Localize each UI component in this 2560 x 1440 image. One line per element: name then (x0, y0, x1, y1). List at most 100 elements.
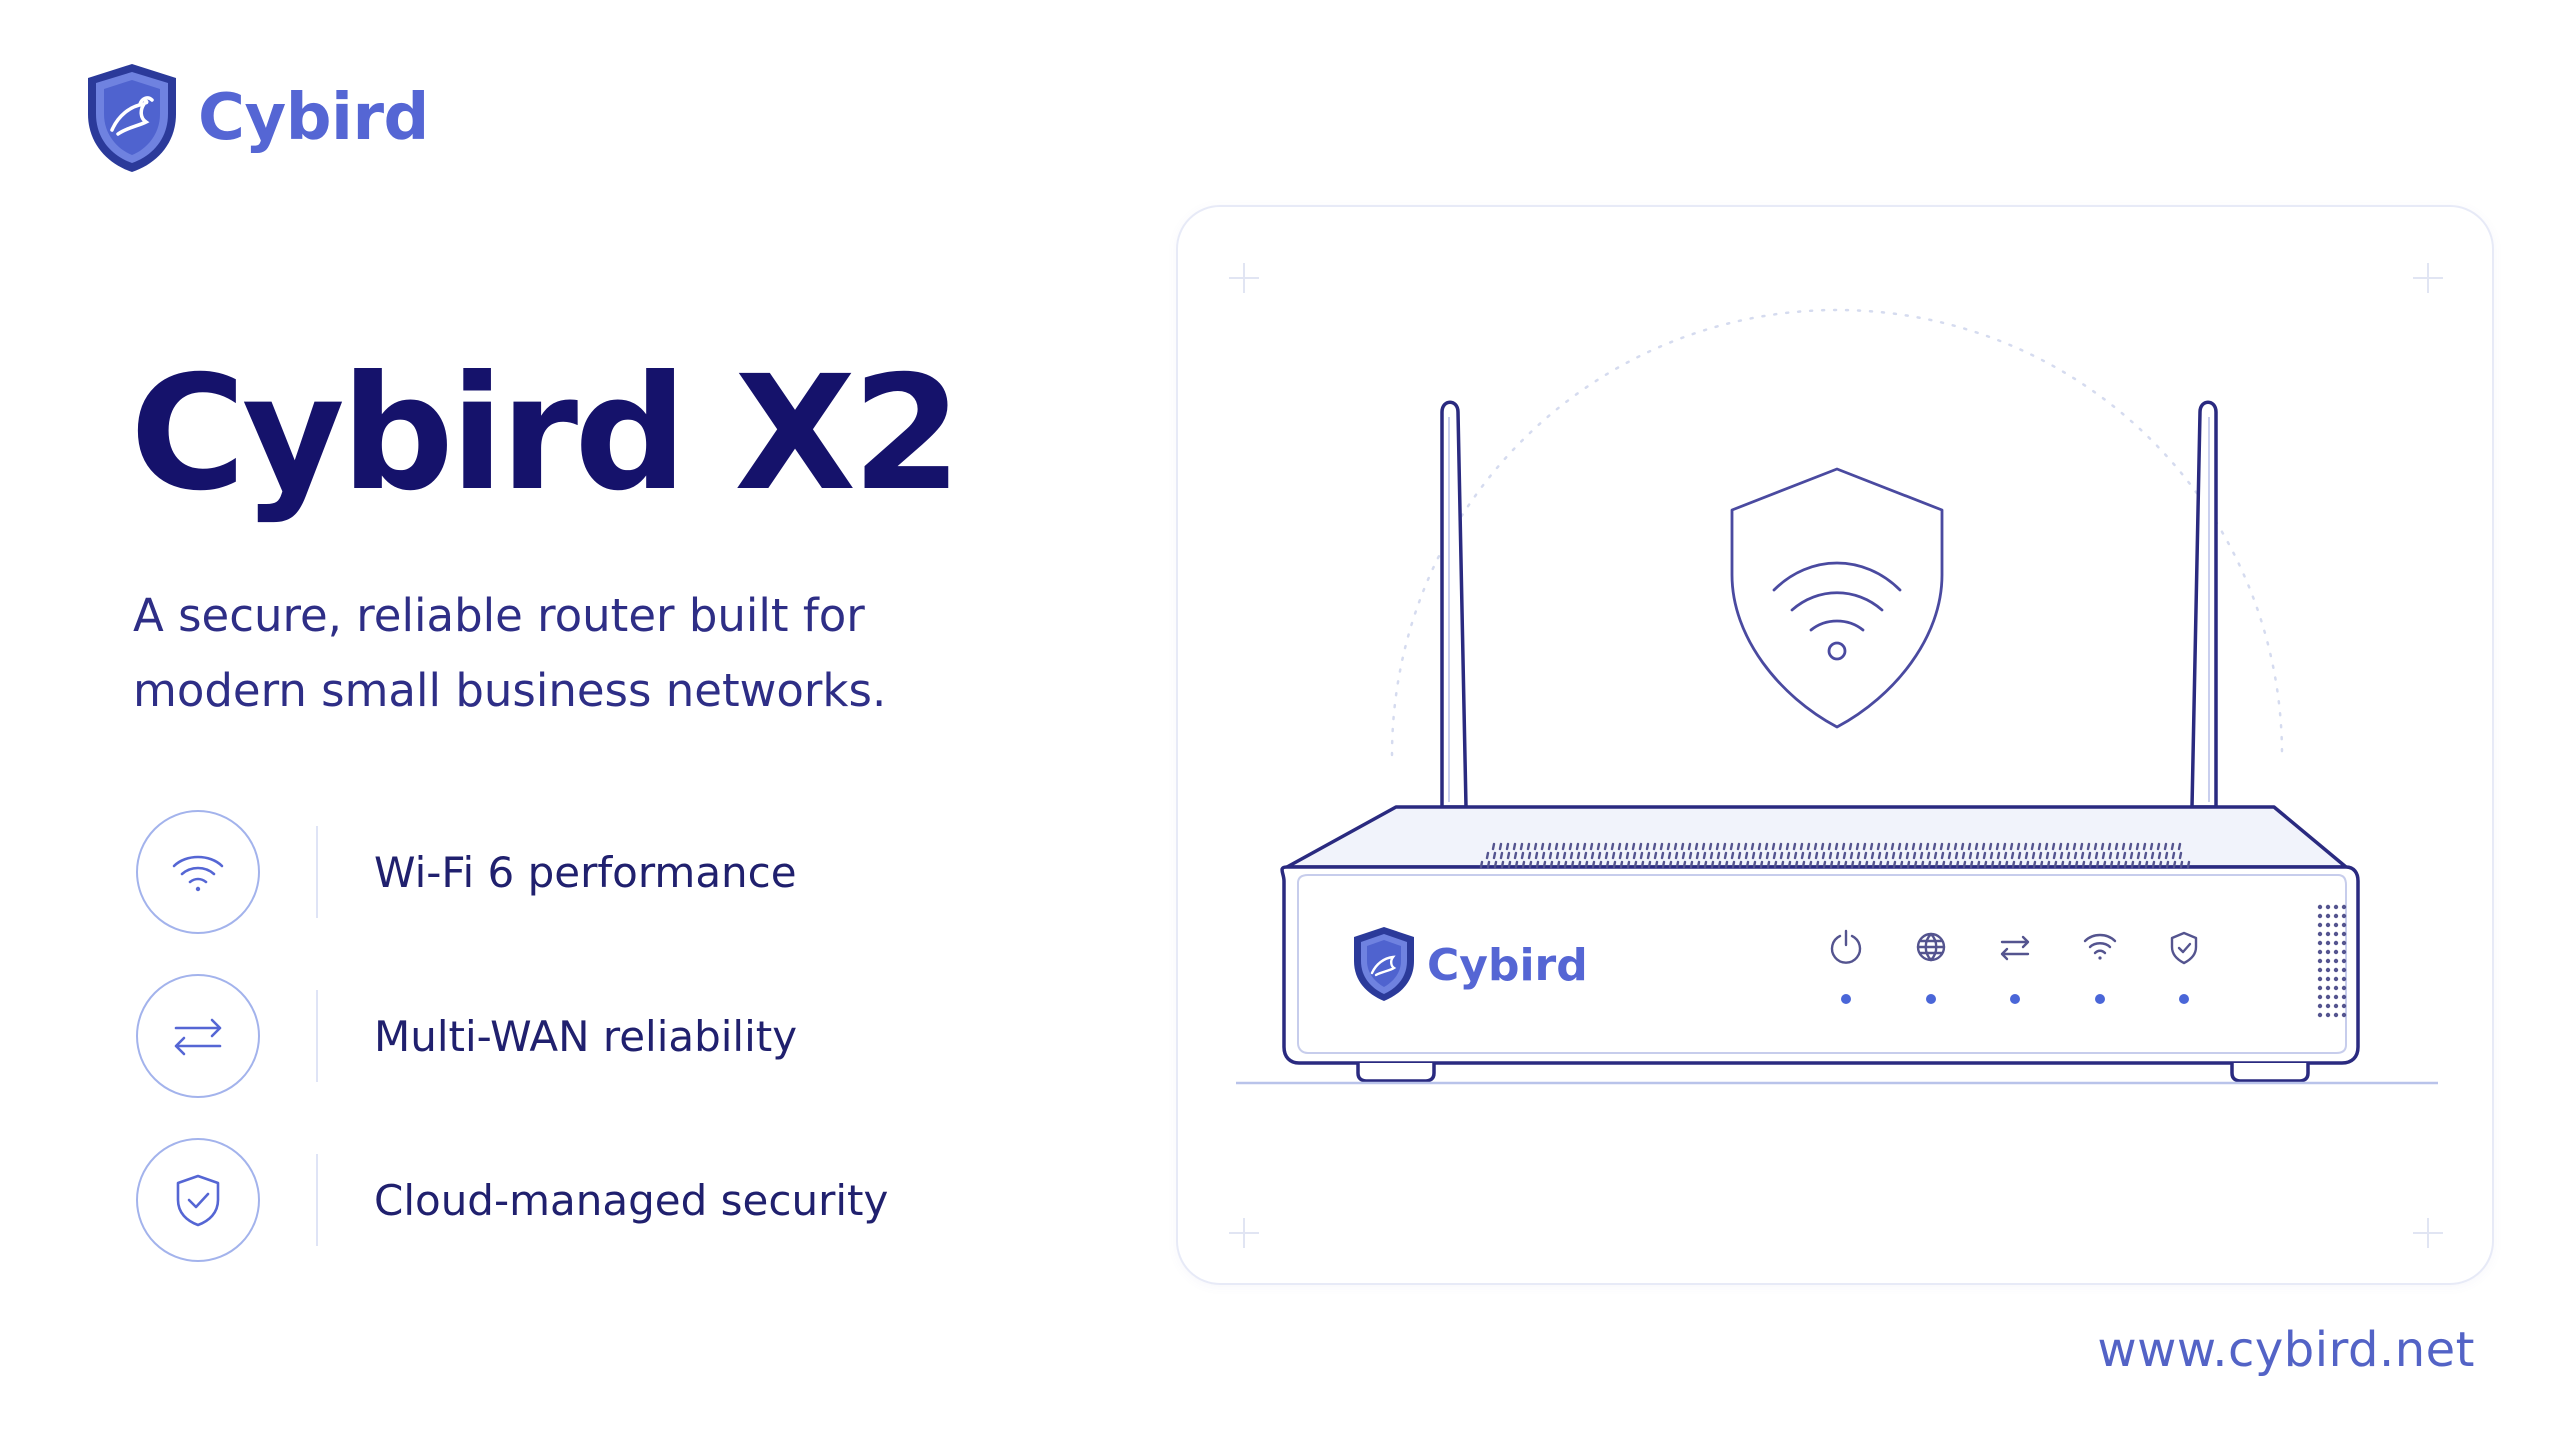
vent-slot (1904, 842, 1909, 851)
vent-hole (2333, 904, 2339, 910)
vent-slot (1842, 851, 1847, 860)
vent-slot (1589, 842, 1594, 851)
feature-item-security: Cloud-managed security (136, 1118, 888, 1282)
vent-slot (1611, 851, 1616, 860)
vent-slot (1820, 842, 1825, 851)
device-logo-shield-icon (1354, 927, 1414, 1001)
vent-slot (1871, 860, 1876, 869)
vent-slot (1619, 860, 1624, 869)
vent-slot (1507, 860, 1512, 869)
vent-slot (1821, 851, 1826, 860)
vent-slot (1631, 842, 1636, 851)
shield-wifi-icon (1730, 467, 1944, 729)
vent-slot (2130, 860, 2135, 869)
vent-hole (2333, 949, 2339, 955)
vent-slot (1743, 842, 1748, 851)
wifi-icon (2083, 933, 2117, 960)
vent-slot (2079, 842, 2084, 851)
vent-slot (2025, 860, 2030, 869)
vent-slot (1520, 851, 1525, 860)
vent-slot (1605, 860, 1610, 869)
vent-slot (2095, 860, 2100, 869)
vent-slot (1905, 851, 1910, 860)
vent-slot (2150, 851, 2155, 860)
led-dot (2095, 994, 2105, 1004)
vent-slot (1983, 860, 1988, 869)
vent-slot (1975, 851, 1980, 860)
vent-slot (1736, 842, 1741, 851)
vent-slot (1708, 842, 1713, 851)
vent-slot (1612, 860, 1617, 869)
vent-slot (1757, 842, 1762, 851)
vent-slot (2053, 860, 2058, 869)
vent-slot (1689, 860, 1694, 869)
vent-slot (1843, 860, 1848, 869)
vent-slot (1491, 842, 1496, 851)
vent-slot (1828, 851, 1833, 860)
vent-slot (2177, 842, 2182, 851)
vent-slot (2009, 842, 2014, 851)
vent-slot (1486, 860, 1491, 869)
brand-header[interactable]: Cybird (82, 60, 429, 176)
vent-slot (1479, 860, 1484, 869)
vent-hole (2325, 976, 2331, 982)
vent-slot (1547, 842, 1552, 851)
vent-slot (1591, 860, 1596, 869)
vent-slot (1898, 851, 1903, 860)
vent-slot (1639, 851, 1644, 860)
vent-slot (1885, 860, 1890, 869)
vent-slot (1855, 842, 1860, 851)
vent-slot (1974, 842, 1979, 851)
vent-slot (1702, 851, 1707, 860)
vent-hole (2325, 904, 2331, 910)
vent-slot (1800, 851, 1805, 860)
vent-slot (1654, 860, 1659, 869)
product-illustration-panel: Cybird (1176, 205, 2494, 1285)
vent-slot (1862, 842, 1867, 851)
vent-slot (1766, 860, 1771, 869)
vent-hole (2333, 1012, 2339, 1018)
vent-slot (1911, 842, 1916, 851)
vent-slot (1710, 860, 1715, 869)
website-link[interactable]: www.cybird.net (2097, 1322, 2475, 1378)
vent-slot (1758, 851, 1763, 860)
vent-slot (2031, 851, 2036, 860)
vent-slot (2073, 851, 2078, 860)
vent-slot (1869, 842, 1874, 851)
vent-slot (1680, 842, 1685, 851)
vent-slot (2024, 851, 2029, 860)
vent-slot (1652, 842, 1657, 851)
vent-slot (2018, 860, 2023, 869)
vent-slot (1667, 851, 1672, 860)
vent-slot (1513, 851, 1518, 860)
vent-slot (1806, 842, 1811, 851)
vent-hole (2325, 967, 2331, 973)
vent-slot (1555, 851, 1560, 860)
vent-slot (1990, 860, 1995, 869)
vent-slot (2137, 860, 2142, 869)
vent-hole (2333, 940, 2339, 946)
vent-slot (1541, 851, 1546, 860)
vent-slot (1505, 842, 1510, 851)
vent-slot (1835, 851, 1840, 860)
vent-slot (1646, 851, 1651, 860)
vent-hole (2325, 940, 2331, 946)
vent-slot (1836, 860, 1841, 869)
vent-slot (1996, 851, 2001, 860)
vent-slot (1534, 851, 1539, 860)
feature-label: Wi-Fi 6 performance (374, 847, 797, 897)
vent-slot (1878, 860, 1883, 869)
vent-slot (1967, 842, 1972, 851)
vent-slot (2171, 851, 2176, 860)
vent-hole (2325, 1003, 2331, 1009)
vent-slot (1822, 860, 1827, 869)
vent-slot (2052, 851, 2057, 860)
vent-slot (1583, 851, 1588, 860)
vent-slot (1596, 842, 1601, 851)
vent-slot (1715, 842, 1720, 851)
vent-slot (1989, 851, 1994, 860)
vent-slot (1995, 842, 2000, 851)
shield-check-icon (2170, 931, 2198, 965)
vent-slot (1876, 842, 1881, 851)
vent-slot (1512, 842, 1517, 851)
